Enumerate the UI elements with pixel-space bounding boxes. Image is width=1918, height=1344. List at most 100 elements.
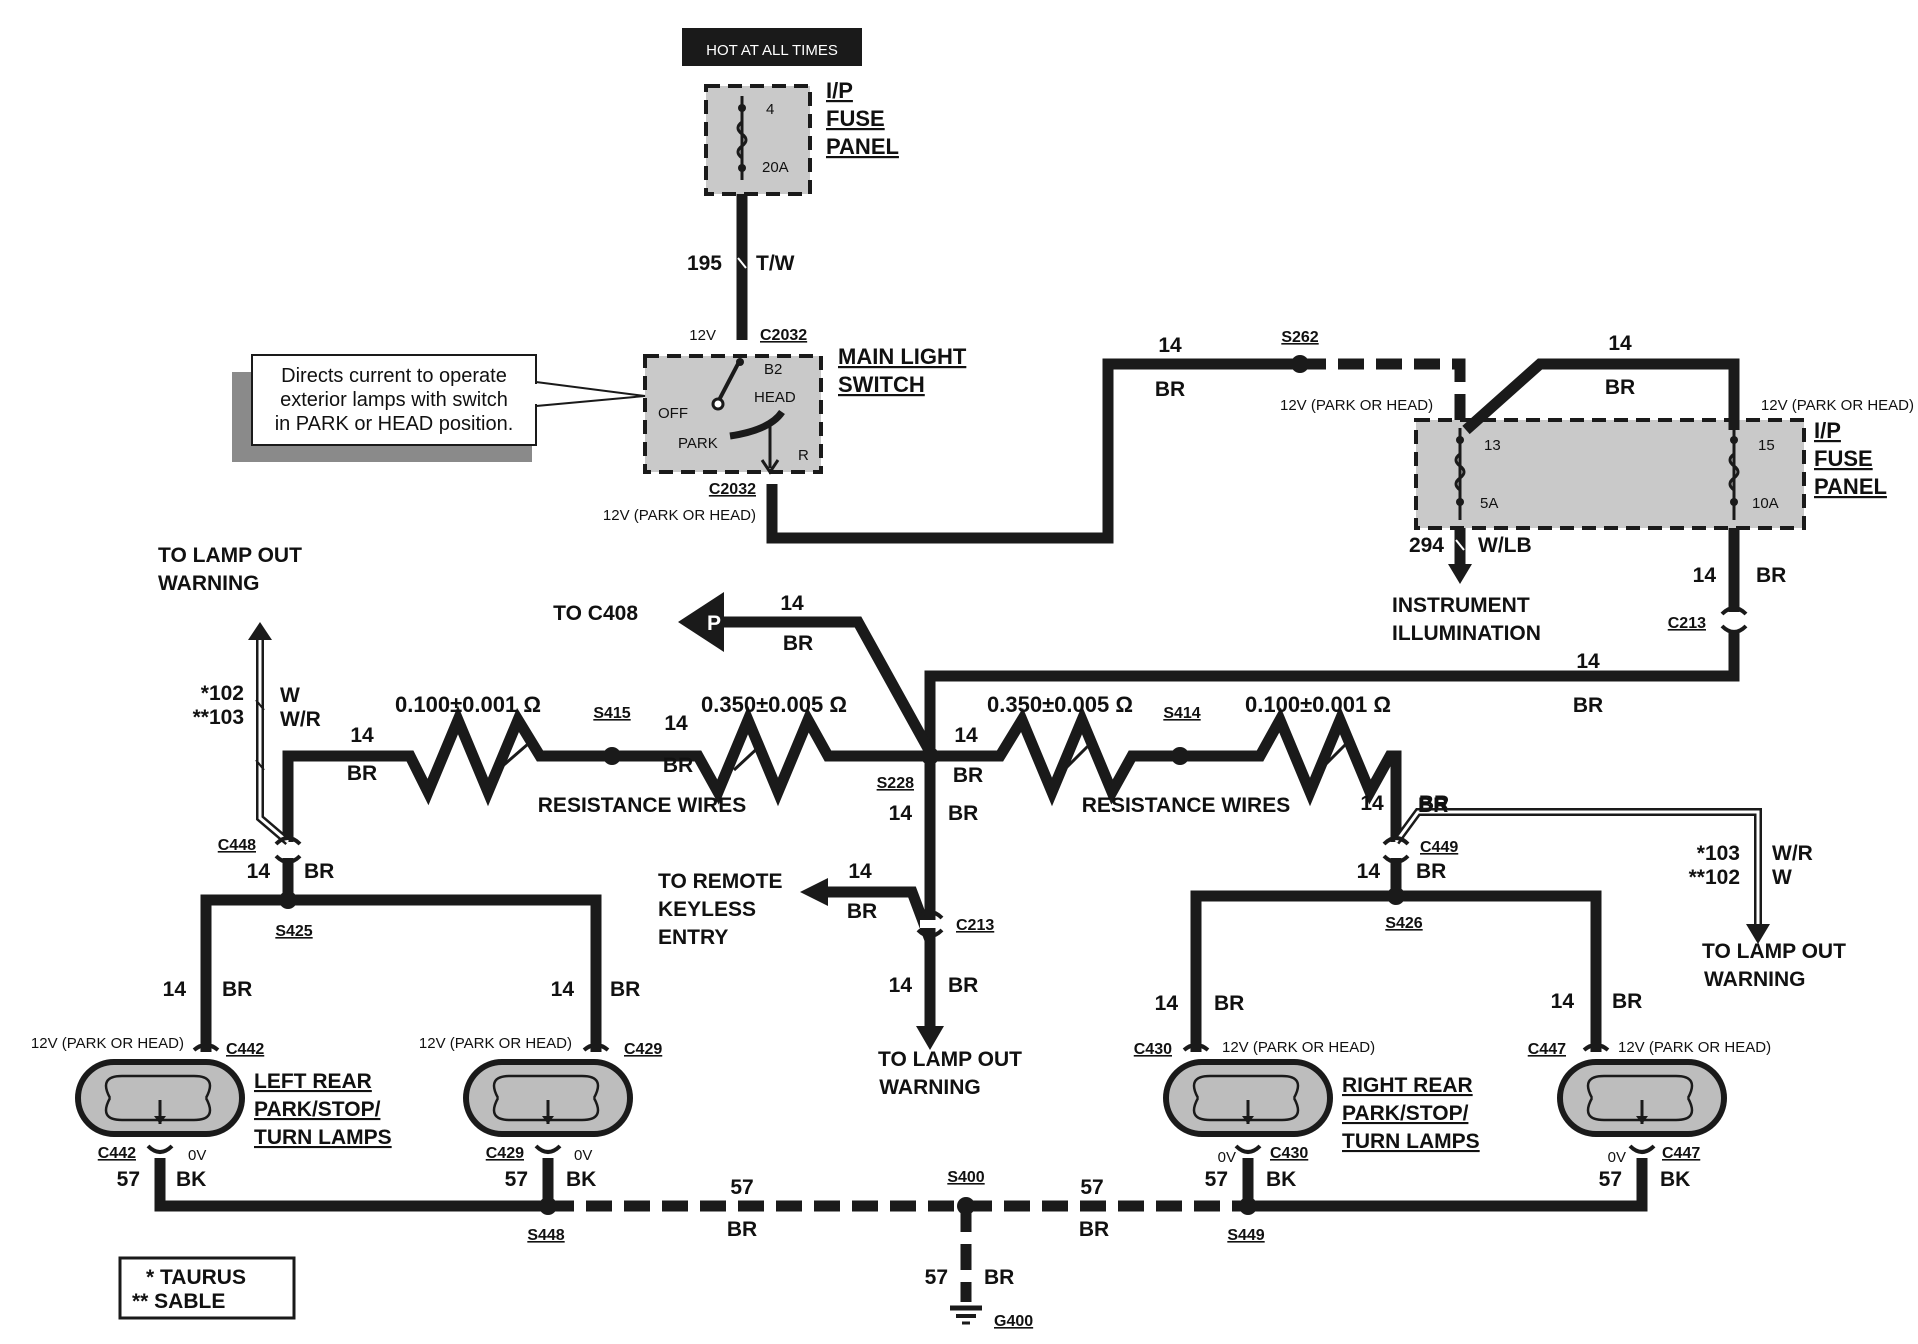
- svg-text:BR: BR: [1155, 378, 1185, 401]
- svg-text:I/P: I/P: [826, 78, 853, 103]
- svg-text:12V (PARK OR HEAD): 12V (PARK OR HEAD): [603, 507, 756, 524]
- main-light-switch: 12V C2032 B2 OFF HEAD PARK R MAIN LIGHT …: [603, 327, 967, 524]
- lamp-out-left-wire: [248, 622, 291, 846]
- svg-text:** SABLE: ** SABLE: [132, 1290, 225, 1313]
- svg-text:12V (PARK OR HEAD): 12V (PARK OR HEAD): [1761, 397, 1914, 414]
- svg-text:W: W: [280, 684, 300, 707]
- svg-text:S426: S426: [1385, 915, 1422, 932]
- splice-s400: [957, 1197, 975, 1215]
- svg-text:0V: 0V: [188, 1147, 206, 1164]
- switch-note-callout: Directs current to operate exterior lamp…: [232, 354, 646, 462]
- svg-text:MAIN LIGHT: MAIN LIGHT: [838, 344, 967, 369]
- svg-text:BR: BR: [610, 978, 640, 1001]
- svg-text:ILLUMINATION: ILLUMINATION: [1392, 622, 1541, 645]
- svg-text:**102: **102: [1689, 866, 1740, 889]
- hot-at-all-times-banner: HOT AT ALL TIMES: [682, 28, 862, 66]
- svg-text:PANEL: PANEL: [1814, 474, 1887, 499]
- svg-text:RESISTANCE WIRES: RESISTANCE WIRES: [538, 794, 746, 817]
- svg-text:14: 14: [1693, 564, 1717, 587]
- svg-text:TO LAMP OUT: TO LAMP OUT: [158, 544, 302, 567]
- svg-text:C213: C213: [956, 917, 994, 934]
- svg-text:C430: C430: [1134, 1041, 1172, 1058]
- svg-text:S449: S449: [1227, 1227, 1264, 1244]
- svg-text:TURN LAMPS: TURN LAMPS: [254, 1126, 392, 1149]
- svg-text:BK: BK: [1660, 1168, 1690, 1191]
- svg-text:C442: C442: [226, 1041, 264, 1058]
- wire-remote-keyless: [826, 886, 936, 942]
- svg-text:0V: 0V: [1218, 1149, 1236, 1166]
- resistor-right-0350: [930, 705, 1180, 807]
- splice-s449: [1239, 1197, 1257, 1215]
- svg-text:57: 57: [925, 1266, 948, 1289]
- svg-text:BR: BR: [847, 900, 877, 923]
- lamp-connectors-bottom: [146, 1144, 1656, 1154]
- resistor-left-0100: [282, 705, 612, 842]
- svg-text:OFF: OFF: [658, 405, 688, 422]
- svg-text:12V (PARK OR HEAD): 12V (PARK OR HEAD): [419, 1035, 572, 1052]
- wire-ground-left: [154, 1158, 554, 1212]
- svg-text:57: 57: [505, 1168, 528, 1191]
- ground-g400-icon: [950, 1305, 982, 1325]
- svg-text:20A: 20A: [762, 159, 789, 176]
- svg-text:RIGHT REAR: RIGHT REAR: [1342, 1074, 1473, 1097]
- svg-text:W: W: [1772, 866, 1792, 889]
- svg-text:BR: BR: [1214, 992, 1244, 1015]
- svg-text:PARK/STOP/: PARK/STOP/: [1342, 1102, 1469, 1125]
- svg-text:BR: BR: [1756, 564, 1786, 587]
- wire-s425-branches: [200, 894, 602, 1052]
- svg-text:BR: BR: [1079, 1218, 1109, 1241]
- svg-text:12V (PARK OR HEAD): 12V (PARK OR HEAD): [1222, 1039, 1375, 1056]
- svg-text:*102: *102: [201, 682, 244, 705]
- svg-text:BR: BR: [783, 632, 813, 655]
- svg-text:G400: G400: [994, 1313, 1033, 1330]
- wire-s426-branches: [1190, 890, 1602, 1052]
- svg-text:KEYLESS: KEYLESS: [658, 898, 756, 921]
- svg-text:14: 14: [664, 712, 688, 735]
- svg-text:C2032: C2032: [760, 327, 807, 344]
- svg-text:BK: BK: [176, 1168, 206, 1191]
- svg-text:R: R: [798, 447, 809, 464]
- svg-text:BR: BR: [1573, 694, 1603, 717]
- svg-text:W/R: W/R: [280, 708, 321, 731]
- svg-text:S400: S400: [947, 1169, 984, 1186]
- svg-text:PARK/STOP/: PARK/STOP/: [254, 1098, 381, 1121]
- svg-text:C429: C429: [486, 1145, 524, 1162]
- svg-text:0.350±0.005 Ω: 0.350±0.005 Ω: [701, 692, 847, 717]
- resistor-right-0100: [1180, 705, 1402, 842]
- svg-text:C429: C429: [624, 1041, 662, 1058]
- svg-text:BK: BK: [566, 1168, 596, 1191]
- svg-text:SWITCH: SWITCH: [838, 372, 925, 397]
- svg-text:W/LB: W/LB: [1478, 534, 1532, 557]
- svg-text:14: 14: [1576, 650, 1600, 673]
- svg-text:14: 14: [848, 860, 872, 883]
- svg-text:WARNING: WARNING: [158, 572, 260, 595]
- svg-text:W/R: W/R: [1772, 842, 1813, 865]
- svg-text:14: 14: [1158, 334, 1182, 357]
- svg-text:P: P: [707, 612, 721, 635]
- svg-text:WARNING: WARNING: [1704, 968, 1806, 991]
- svg-text:RESISTANCE WIRES: RESISTANCE WIRES: [1082, 794, 1290, 817]
- splice-s448: [539, 1197, 557, 1215]
- legend-box: * TAURUS ** SABLE: [118, 1256, 296, 1320]
- svg-text:I/P: I/P: [1814, 418, 1841, 443]
- svg-text:B2: B2: [764, 361, 782, 378]
- svg-text:HEAD: HEAD: [754, 389, 796, 406]
- svg-text:14: 14: [247, 860, 271, 883]
- svg-text:C442: C442: [98, 1145, 136, 1162]
- svg-text:exterior lamps with switch: exterior lamps with switch: [280, 389, 508, 411]
- svg-text:S228: S228: [877, 775, 914, 792]
- svg-text:INSTRUMENT: INSTRUMENT: [1392, 594, 1530, 617]
- svg-text:ENTRY: ENTRY: [658, 926, 728, 949]
- svg-text:0V: 0V: [1608, 1149, 1626, 1166]
- svg-text:294: 294: [1409, 534, 1444, 557]
- svg-text:14: 14: [551, 978, 575, 1001]
- svg-text:0.100±0.001 Ω: 0.100±0.001 Ω: [1245, 692, 1391, 717]
- svg-text:0.100±0.001 Ω: 0.100±0.001 Ω: [395, 692, 541, 717]
- svg-text:T/W: T/W: [756, 252, 795, 275]
- svg-text:14: 14: [889, 974, 913, 997]
- svg-text:HOT AT ALL TIMES: HOT AT ALL TIMES: [706, 42, 838, 59]
- svg-text:BR: BR: [1605, 376, 1635, 399]
- svg-text:C448: C448: [218, 837, 256, 854]
- svg-text:BR: BR: [347, 762, 377, 785]
- lamp-right-inner: [1163, 1059, 1333, 1137]
